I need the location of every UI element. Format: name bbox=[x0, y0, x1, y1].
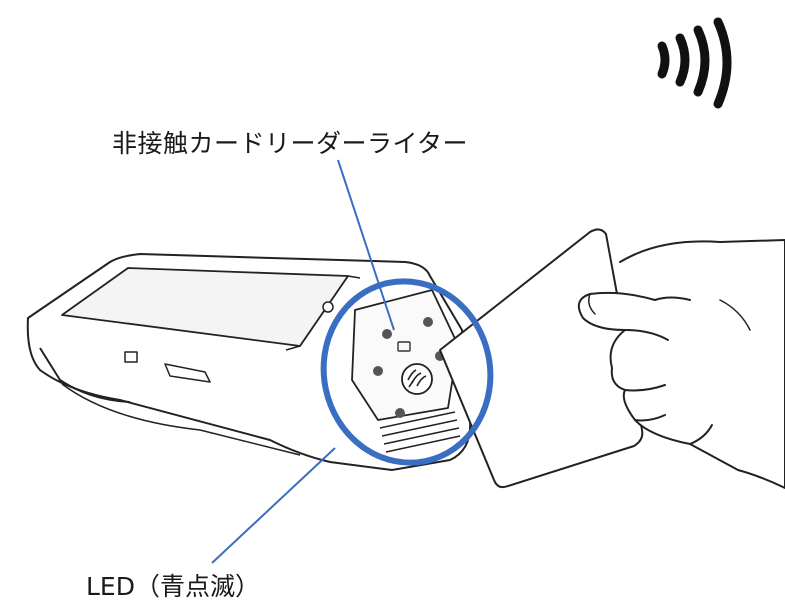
led-dot bbox=[382, 329, 392, 339]
hand bbox=[577, 239, 785, 489]
led-label: LED（青点滅） bbox=[86, 572, 260, 601]
led-dot bbox=[395, 408, 405, 418]
reader-leader-line bbox=[337, 159, 395, 331]
led-leader-line bbox=[211, 447, 336, 564]
card-icon bbox=[397, 341, 411, 352]
payment-terminal bbox=[26, 253, 472, 471]
reader-highlight-circle bbox=[320, 278, 494, 466]
side-button bbox=[124, 351, 138, 363]
contactless-waves-icon bbox=[657, 17, 732, 109]
led-indicators bbox=[373, 317, 445, 418]
led-dot bbox=[373, 366, 383, 376]
power-button bbox=[322, 301, 334, 313]
led-dot bbox=[423, 317, 433, 327]
reader-label: 非接触カードリーダーライター bbox=[112, 129, 469, 158]
contactless-symbol-icon bbox=[401, 363, 433, 395]
